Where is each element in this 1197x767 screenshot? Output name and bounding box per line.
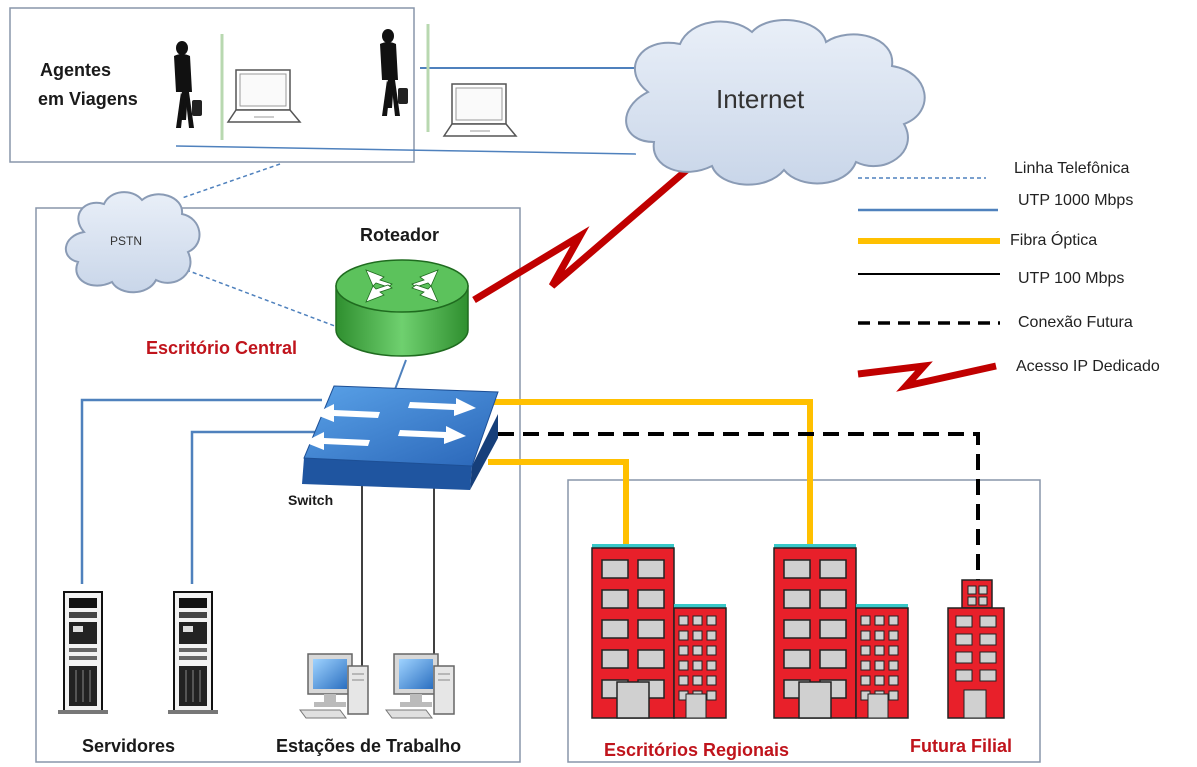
future-connection-link <box>498 432 980 580</box>
agents-label-line2: em Viagens <box>38 89 138 109</box>
router-switch-link <box>393 359 407 393</box>
legend-label-future: Conexão Futura <box>1018 314 1133 331</box>
legend-label-phone: Linha Telefônica <box>1014 160 1130 177</box>
legend <box>857 177 1000 392</box>
pstn-label: PSTN <box>110 234 143 248</box>
workstations-label: Estações de Trabalho <box>276 736 462 756</box>
dedicated-ip-link <box>472 159 699 303</box>
router-icon <box>335 259 469 357</box>
switch-label: Switch <box>288 492 334 508</box>
switch-server2-link <box>190 430 316 584</box>
laptop-icon-1 <box>227 69 301 123</box>
legend-label-dedicated: Acesso IP Dedicado <box>1016 358 1160 375</box>
legend-label-utp100: UTP 100 Mbps <box>1018 270 1125 287</box>
traveling-agents-frame <box>9 7 415 163</box>
servers-label: Servidores <box>82 736 176 756</box>
fiber-link-office2 <box>494 399 813 546</box>
phone-line-agents-pstn <box>181 163 281 199</box>
legend-label-fiber: Fibra Óptica <box>1010 232 1098 249</box>
regional-offices-label: Escritórios Regionais <box>604 740 790 760</box>
server-icon-2 <box>167 591 219 715</box>
internet-label: Internet <box>716 84 805 114</box>
legend-swatch-dedicated <box>857 361 997 392</box>
agents-label-line1: Agentes <box>40 60 112 80</box>
switch-server1-link <box>80 398 322 584</box>
legend-label-utp1000: UTP 1000 Mbps <box>1018 192 1134 209</box>
central-office-label: Escritório Central <box>146 338 298 358</box>
fiber-link-office1 <box>488 459 629 546</box>
pstn-cloud-icon <box>65 191 201 294</box>
internet-cloud-icon <box>625 19 926 186</box>
server-icon-1 <box>57 591 109 715</box>
future-branch-label: Futura Filial <box>910 736 1013 756</box>
regional-buildings <box>591 544 1005 719</box>
switch-icon <box>302 385 499 490</box>
agent-internet-link-2 <box>175 145 637 155</box>
laptop-icon-2 <box>443 83 517 137</box>
router-label: Roteador <box>360 225 440 245</box>
